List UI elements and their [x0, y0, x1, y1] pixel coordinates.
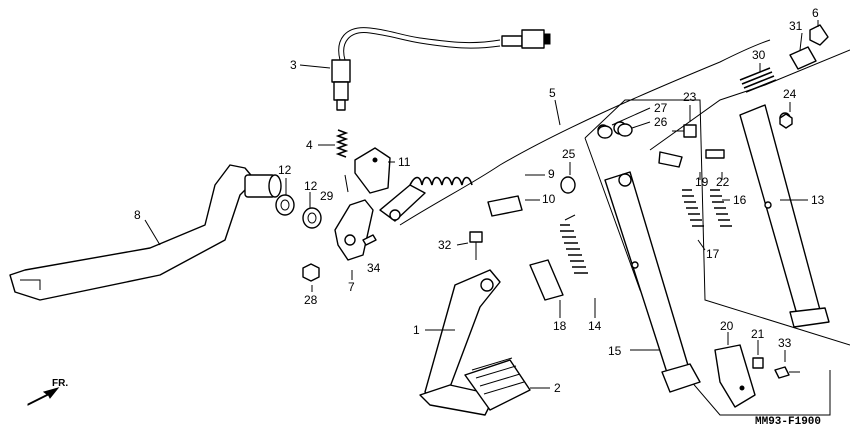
callout-13: 13 — [811, 193, 825, 207]
callout-10: 10 — [542, 192, 556, 206]
callout-4: 4 — [306, 138, 313, 152]
callout-24: 24 — [783, 87, 797, 101]
callout-23: 23 — [683, 90, 697, 104]
direction-label: FR. — [52, 378, 68, 389]
drawing-code: MM93-F1900 — [755, 416, 821, 428]
stand-stopper — [714, 332, 800, 408]
stand-bracket-springs — [658, 149, 732, 251]
callout-12b: 12 — [304, 179, 318, 193]
brake-pedal — [9, 164, 282, 301]
return-springs — [409, 174, 576, 217]
washers — [275, 178, 322, 292]
callout-7: 7 — [348, 280, 355, 294]
stand-springs — [529, 214, 596, 318]
callout-26: 26 — [654, 115, 668, 129]
callout-5: 5 — [549, 86, 556, 100]
main-stand — [739, 104, 830, 328]
callout-6: 6 — [812, 6, 819, 20]
callout-27: 27 — [654, 101, 668, 115]
callout-9: 9 — [548, 167, 555, 181]
callout-21: 21 — [751, 327, 765, 341]
callout-30: 30 — [752, 48, 766, 62]
callout-14: 14 — [588, 319, 602, 333]
callout-34: 34 — [367, 261, 381, 275]
fasteners-upper — [569, 102, 793, 175]
side-pedal — [419, 269, 550, 416]
callout-18: 18 — [553, 319, 567, 333]
callout-19: 19 — [695, 175, 709, 189]
callout-16: 16 — [733, 193, 747, 207]
stop-switch — [299, 27, 551, 111]
brake-rod — [379, 39, 771, 226]
callout-32: 32 — [438, 238, 452, 252]
callout-25: 25 — [562, 147, 576, 161]
callout-8: 8 — [134, 208, 141, 222]
callout-1: 1 — [413, 323, 420, 337]
callout-31: 31 — [789, 19, 803, 33]
switch-spring — [318, 129, 349, 158]
callout-11: 11 — [398, 155, 411, 169]
front-direction-arrow: FR. — [27, 378, 68, 406]
callout-29: 29 — [320, 189, 334, 203]
callout-22: 22 — [716, 175, 730, 189]
callout-17: 17 — [706, 247, 720, 261]
callout-15: 15 — [608, 344, 622, 358]
callout-12a: 12 — [278, 163, 292, 177]
callout-3: 3 — [290, 58, 297, 72]
callout-33: 33 — [778, 336, 792, 350]
brake-arm-parts — [334, 147, 395, 280]
bolt-32 — [456, 231, 483, 260]
adjust-nut-parts — [739, 20, 829, 93]
callout-2: 2 — [554, 381, 561, 395]
callout-20: 20 — [720, 319, 734, 333]
callout-28: 28 — [304, 293, 318, 307]
